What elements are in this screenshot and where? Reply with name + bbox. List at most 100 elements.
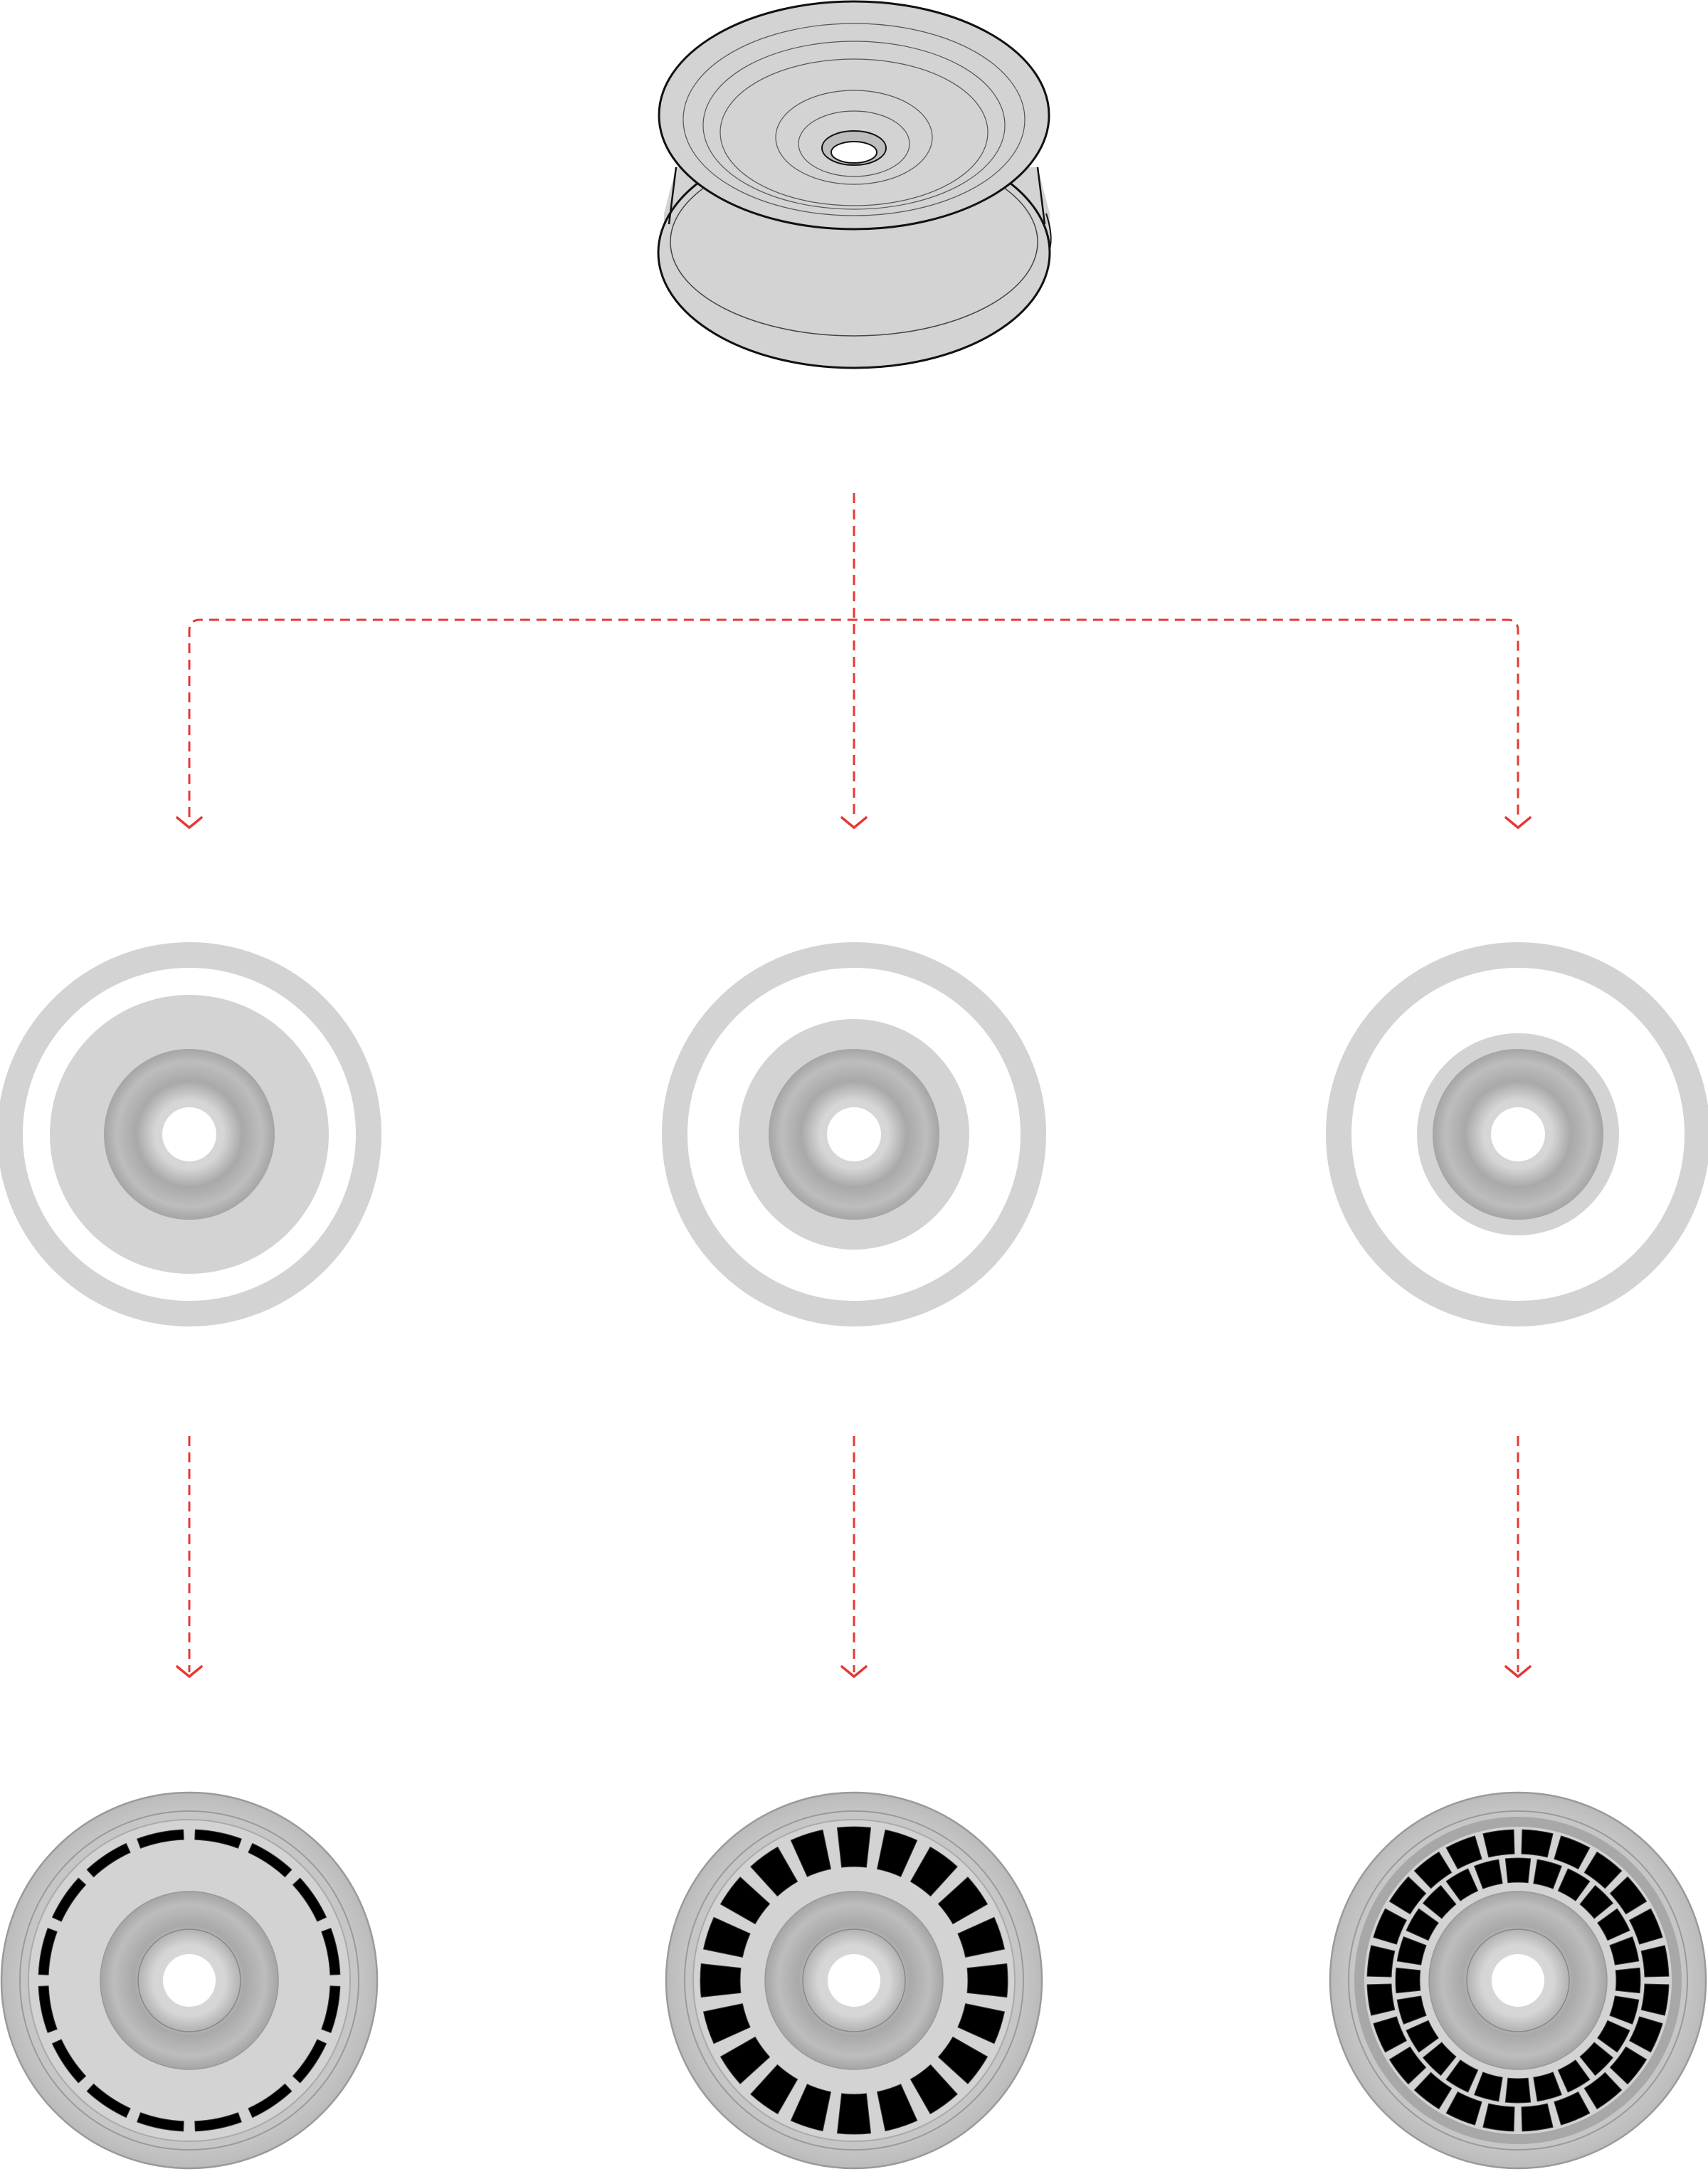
center-bore (828, 1954, 880, 2007)
wheel-cutout (38, 1985, 58, 2033)
wheel-cutout (1445, 1868, 1479, 1901)
wheel-cutout (1388, 1876, 1427, 1915)
center-bore (1491, 1107, 1545, 1161)
wheel-cutout (966, 1963, 1008, 1998)
wheel-cutout (877, 1830, 918, 1877)
arrow-head (176, 816, 203, 830)
wheel-cutout (750, 2064, 798, 2115)
arrow-head (840, 1665, 868, 1679)
wheel-cutout (1445, 2091, 1482, 2126)
wheel-cutout (1583, 1851, 1623, 1889)
wheel-faces-row (0, 942, 1708, 1326)
center-bore (162, 1107, 216, 1161)
wheel-cutout (51, 2039, 87, 2084)
wheel-cutout (1445, 1835, 1482, 1869)
wheel-slots (0, 1791, 379, 2170)
wheel-cutout (877, 2084, 918, 2131)
wheel-cutout (292, 1877, 327, 1922)
wheel-cutout (1597, 2020, 1630, 2053)
wheel-cutout (957, 2003, 1005, 2044)
wheel-cutout (321, 1928, 341, 1975)
wheel-cutout (137, 1829, 184, 1849)
wheel-cutout (321, 1985, 341, 2033)
wheel-cutout (1366, 1983, 1396, 2016)
wheel-cutout (1533, 1859, 1562, 1889)
wheel-cutout (248, 1842, 292, 1878)
wheel-cutout (1609, 1995, 1640, 2025)
outer-rim (0, 942, 381, 1326)
wheel-cutout (719, 1877, 771, 1925)
wheel-cutout (836, 2093, 872, 2135)
wheel-cutout (1640, 1945, 1670, 1978)
wheel-cutout (1406, 1908, 1439, 1941)
wheel-double-ring (1329, 1791, 1707, 2170)
connector-line (188, 618, 1519, 817)
wheel-cutout (51, 1877, 87, 1922)
wheel-cutout (1423, 2042, 1457, 2076)
wheel-cutout (1413, 2072, 1453, 2110)
wheel-cutout (38, 1928, 58, 1975)
wheel-cutout (836, 1826, 872, 1868)
wheel-cutout (910, 2064, 958, 2115)
wheel-cutout (790, 2084, 831, 2131)
wheel-cutout (1557, 1868, 1591, 1901)
wheel-cutout (1521, 2103, 1554, 2132)
wheel-cutout (1609, 1936, 1640, 1965)
wheel-cutout (1406, 2020, 1439, 2053)
wheel-cutout (1554, 2091, 1591, 2126)
wheel-cutout (937, 1877, 989, 1925)
hub-ring (137, 1928, 241, 2032)
finished-wheels-row (0, 1791, 1707, 2170)
wheel-cutout (194, 1829, 242, 1849)
wheel-cutout (1629, 2016, 1663, 2053)
wheel-cutout (1609, 1876, 1648, 1915)
wheel-cutout (1474, 1859, 1503, 1889)
connector-arrows (176, 493, 1532, 1679)
wheel-windows (665, 1791, 1043, 2170)
wheel-cutout (1445, 2059, 1479, 2093)
wheel-cutout (750, 1846, 798, 1897)
wheel-cutout (1413, 1851, 1453, 1889)
wheel-cutout (1609, 2046, 1648, 2085)
outer-rim (1326, 942, 1708, 1326)
wheel-cutout (86, 2083, 131, 2118)
blank-wheel (657, 0, 1052, 369)
wheel-cutout (1482, 2103, 1515, 2132)
wheel-cutout (1579, 2042, 1613, 2076)
wheel-cutout (1504, 2077, 1532, 2104)
wheel-cutout (1597, 1908, 1630, 1941)
wheel-cutout (1579, 1885, 1613, 1919)
wheel-cutout (1366, 1945, 1396, 1978)
wheel-cutout (194, 2112, 242, 2132)
wheel-cutout (86, 1842, 131, 1878)
wheel-cutout (1521, 1829, 1554, 1858)
wheel-cutout (703, 1916, 751, 1958)
wheel-cutout (719, 2036, 771, 2084)
wheel-cutout (1557, 2059, 1591, 2093)
wheel-face (0, 942, 381, 1326)
wheel-cutout (1482, 1829, 1515, 1858)
wheel-cutout (1474, 2072, 1503, 2102)
arrow-head (176, 1665, 203, 1679)
wheel-cutout (703, 2003, 751, 2044)
wheel-face (1326, 942, 1708, 1326)
wheel-cutout (700, 1963, 742, 1998)
wheel-cutout (1423, 1885, 1457, 1919)
hub-ring (1466, 1928, 1570, 2032)
wheel-cutout (1615, 1967, 1641, 1994)
arrow-head (840, 816, 868, 830)
wheel-cutout (1373, 2016, 1407, 2053)
wheel-cutout (1396, 1995, 1427, 2025)
wheel-cutout (1396, 1936, 1427, 1965)
arrow-head (1504, 1665, 1532, 1679)
wheel-cutout (1640, 1983, 1670, 2016)
wheel-cutout (910, 1846, 958, 1897)
wheel-cutout (292, 2039, 327, 2084)
arrow-head (1504, 816, 1532, 830)
wheel-cutout (1554, 1835, 1591, 1869)
wheel-face (662, 942, 1046, 1326)
center-bore (1492, 1954, 1544, 2007)
center-bore (163, 1954, 216, 2007)
wheel-cutout (1629, 1908, 1663, 1945)
